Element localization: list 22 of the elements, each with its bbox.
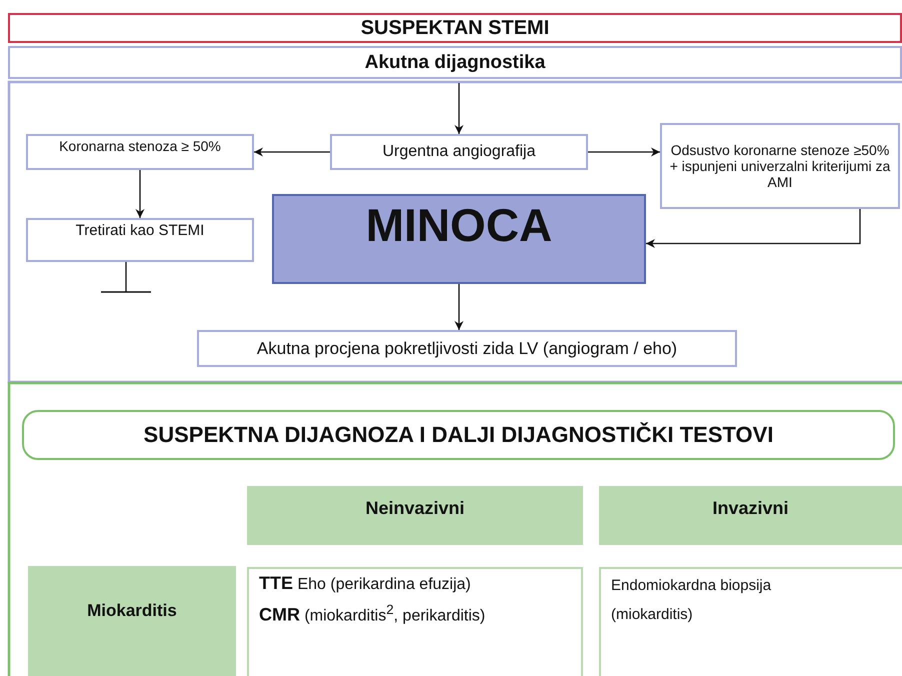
column-header: Invazivni: [599, 486, 902, 545]
arrow: [254, 148, 330, 156]
process-box: Odsustvo koronarne stenoze ≥50% + ispunjeni univerzalni kriterijumi za AMI: [660, 123, 900, 209]
arrow: [454, 284, 464, 330]
cell-text: TTE Eho (perikardina efuzija): [259, 572, 472, 595]
process-box: Urgentna angiografija: [330, 134, 588, 170]
cell-text: CMR (miokarditis$^{2}$, perikarditis): [259, 601, 486, 626]
row-header: Miokarditis: [28, 566, 236, 676]
process-box: Akutna procjena pokretljivosti zida LV (angiogram / eho): [197, 330, 737, 367]
arrow: [646, 209, 861, 248]
arrow: [588, 148, 660, 156]
process-box: Koronarna stenoza ≥ 50%: [26, 134, 254, 170]
arrow: [454, 83, 464, 134]
cell-text: Endomiokardna biopsija (miokarditis): [611, 576, 772, 625]
terminator-line: [100, 262, 152, 293]
arrow: [136, 170, 144, 218]
section-heading: SUSPEKTNA DIJAGNOZA I DALJI DIJAGNOSTIČKI TESTOVI: [22, 410, 895, 460]
section-header: Akutna dijagnostika: [8, 46, 902, 79]
title-banner: SUSPEKTAN STEMI: [8, 13, 902, 43]
process-box: Tretirati kao STEMI: [26, 218, 254, 262]
column-header: Neinvazivni: [247, 486, 583, 545]
diagnosis-box: MINOCA: [272, 194, 646, 284]
